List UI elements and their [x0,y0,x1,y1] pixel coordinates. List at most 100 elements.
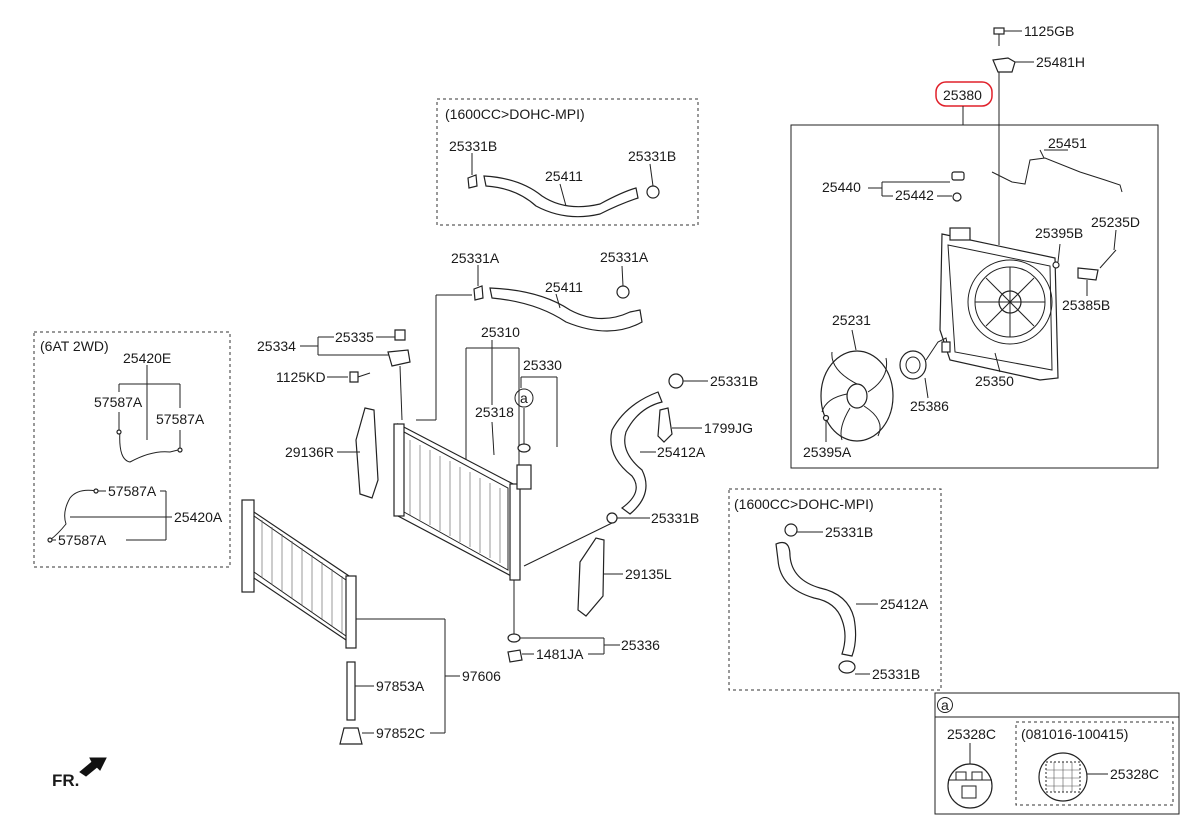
callout-1799jg: 1799JG [704,420,753,436]
callout-25451: 25451 [1048,135,1087,151]
air-guard-29136r [355,407,379,499]
clamp-25331b-bottom-1600 [838,660,856,674]
clip-1799jg [657,407,673,443]
detail-a-ref-circle [514,388,534,408]
wire-harness-25451 [991,157,1123,193]
callout-h2-25331b-top: 25331B [825,524,873,540]
fan-assembly-box [790,124,1159,469]
callout-97853a: 97853A [376,678,425,694]
oil-cooler-hose-25420a [49,489,97,541]
condenser-97606 [241,499,357,649]
callout-25318: 25318 [475,404,514,420]
nut-25335 [394,329,406,341]
callout-1125kd: 1125KD [276,369,326,385]
callout-57587a-1: 57587A [94,394,143,410]
callout-25331b-lower: 25331B [651,510,699,526]
callout-25380: 25380 [943,87,982,103]
callout-25481h: 25481H [1036,54,1085,70]
callout-25420a: 25420A [174,509,223,525]
6at-2wd-group-label: (6AT 2WD) [40,338,109,354]
callout-29136r: 29136R [285,444,334,460]
callout-h2-25412a: 25412A [880,596,929,612]
callout-29135l: 29135L [625,566,672,582]
callout-h1-25331b-left: 25331B [449,138,497,154]
callout-97852c: 97852C [376,725,425,741]
bracket-25334 [387,349,411,367]
callout-97606: 97606 [462,668,501,684]
screw-25395a [822,414,830,422]
callout-25330: 25330 [523,357,562,373]
callout-25335: 25335 [335,329,374,345]
fan-shroud-25350 [939,227,1059,381]
callout-25395a: 25395A [803,444,852,460]
bolt-1125kd [349,371,359,383]
callout-25440: 25440 [822,179,861,195]
mount-25336 [507,633,521,643]
callout-25334: 25334 [257,338,296,354]
callout-25336: 25336 [621,637,660,653]
front-direction-label: FR. [52,771,79,790]
clamp-25331b-left [467,174,478,189]
callout-25395b: 25395B [1035,225,1083,241]
callout-57587a-4: 57587A [58,532,107,548]
receiver-drier-97853a [346,661,356,721]
callout-25442: 25442 [895,187,934,203]
callout-25386: 25386 [910,398,949,414]
date-range-label: (081016-100415) [1021,726,1128,742]
radiator-25310 [393,423,521,581]
callout-25235d: 25235D [1091,214,1140,230]
bracket-25481h [992,57,1016,73]
lower-hose-25412a [610,391,663,515]
callout-1481ja: 1481JA [536,646,584,662]
date-range-group-box [1015,721,1174,806]
callout-a-25328c: 25328C [947,726,996,742]
front-direction-arrow-icon [79,757,107,777]
hose-25411-1600cc [483,175,639,218]
screw-25395b [1052,261,1060,269]
hose-1600cc-group-label: (1600CC>DOHC-MPI) [445,106,585,122]
callout-h1-25331b-right: 25331B [628,148,676,164]
upper-hose-25411 [489,287,643,332]
callout-1125gb: 1125GB [1024,23,1074,39]
detail-a-marker [937,697,953,713]
cap-25440 [951,171,965,181]
callout-25310: 25310 [481,324,520,340]
detail-a-ref-letter: a [520,390,528,406]
callout-25331a-right: 25331A [600,249,649,265]
clamp-25331b-right [646,185,660,199]
clamp-25331a-right [616,285,630,299]
resistor-25385b [1077,267,1099,281]
detail-a-letter: a [941,697,949,713]
callout-25412a: 25412A [657,444,706,460]
callout-h2-25331b-bottom: 25331B [872,666,920,682]
callout-25331b-upper: 25331B [710,373,758,389]
hose-1600cc-group-box-2 [728,488,942,691]
callout-25420e: 25420E [123,350,171,366]
radiator-cap-25330 [517,443,531,453]
washer-25442 [952,192,962,202]
radiator-cap-25328c-alt [1038,752,1088,802]
callout-25385b: 25385B [1062,297,1110,313]
callout-25331a-left: 25331A [451,250,500,266]
fan-blade-25231 [820,350,894,442]
lower-hose-25412a-1600cc [775,541,857,657]
6at-2wd-group-box [33,331,231,568]
callout-25350: 25350 [975,373,1014,389]
clamp-25331b-upper [668,373,684,389]
hose-1600cc-group-box [436,98,699,226]
bolt-1125gb [993,27,1005,46]
clip-1481ja [507,649,523,663]
radiator-cap-25328c [947,763,993,809]
cap-97852c [339,727,363,745]
clamp-25331a-left [473,285,484,301]
callout-h1-25411: 25411 [545,168,583,184]
oil-cooler-hose-25420e [119,429,179,463]
clamp-25331b-top-1600 [784,523,798,537]
callout-57587a-3: 57587A [108,483,157,499]
callout-a-25328c-right: 25328C [1110,766,1159,782]
callout-25411: 25411 [545,279,583,295]
clamp-25331b-lower [606,512,618,524]
callout-25231: 25231 [832,312,871,328]
callout-25380-highlight [935,81,993,107]
